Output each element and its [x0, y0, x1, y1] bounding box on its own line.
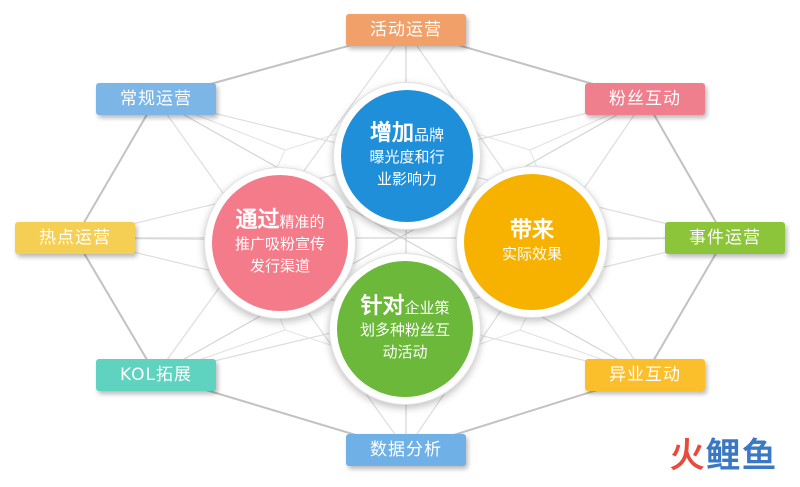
circle-line: 业影响力	[376, 169, 437, 188]
circle-increase: 增加品牌 曝光度和行 业影响力	[333, 82, 481, 230]
circle-line: 通过精准的	[235, 207, 325, 233]
circle-target: 针对企业策 划多种粉丝互 动活动	[329, 253, 481, 405]
node-fan-interaction: 粉丝互动	[585, 83, 705, 115]
node-hotspot-ops: 热点运营	[15, 222, 135, 254]
circle-line: 曝光度和行	[369, 147, 445, 166]
circle-line: 发行渠道	[249, 256, 310, 275]
node-routine-ops: 常规运营	[96, 83, 216, 115]
circle-bring: 带来 实际效果	[456, 166, 608, 318]
node-event-ops: 事件运营	[665, 222, 785, 254]
circle-line: 划多种粉丝互	[359, 320, 450, 339]
node-data-analysis: 数据分析	[346, 434, 466, 466]
circle-line: 实际效果	[501, 244, 562, 263]
circle-line: 推广吸粉宣传	[234, 234, 325, 253]
node-crossover-interaction: 异业互动	[585, 359, 705, 391]
node-activity-ops: 活动运营	[346, 14, 466, 46]
circle-line: 带来	[509, 217, 554, 243]
circle-line: 针对企业策	[360, 293, 450, 319]
logo: 火鲤鱼	[670, 436, 778, 476]
circle-line: 增加品牌	[369, 120, 445, 146]
circle-line: 动活动	[382, 342, 428, 361]
node-kol-expansion: KOL拓展	[96, 359, 216, 391]
circle-through: 通过精准的 推广吸粉宣传 发行渠道	[204, 167, 356, 319]
